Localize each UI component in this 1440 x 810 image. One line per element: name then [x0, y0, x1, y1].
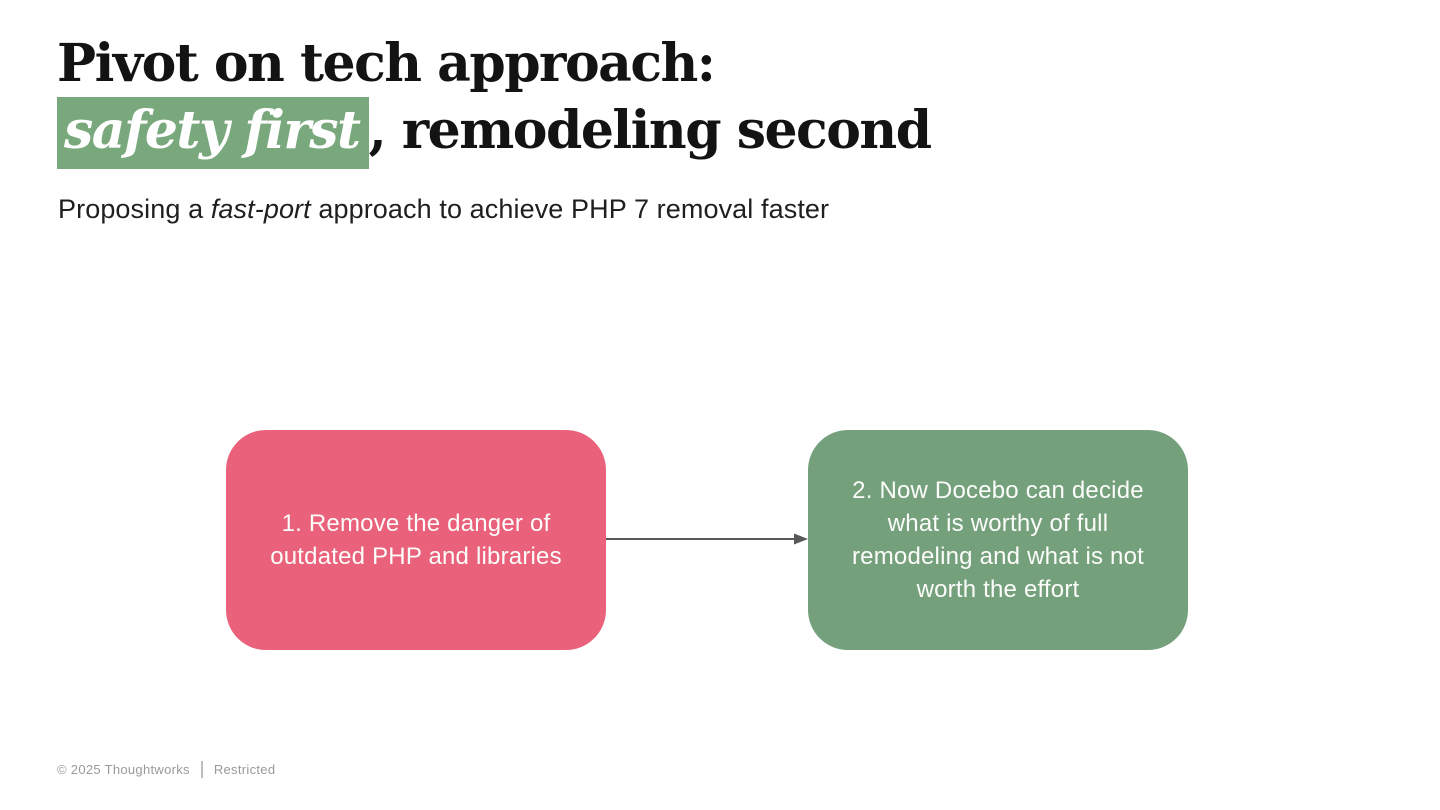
- slide-footer: © 2025 Thoughtworks Restricted: [57, 761, 275, 778]
- footer-divider: [200, 761, 203, 778]
- title-highlight: safety first: [57, 97, 369, 169]
- flow-step-2-label: 2. Now Docebo can decide what is worthy …: [851, 477, 1145, 603]
- flow-step-2-box: 2. Now Docebo can decide what is worthy …: [808, 430, 1188, 650]
- slide-subtitle: Proposing a fast-port approach to achiev…: [58, 192, 829, 226]
- flow-step-1-box: 1. Remove the danger of outdated PHP and…: [226, 430, 606, 650]
- footer-classification: Restricted: [213, 762, 276, 777]
- subtitle-emphasis: fast-port: [210, 194, 311, 224]
- flow-connector-arrow-icon: [606, 533, 808, 545]
- footer-copyright: © 2025 Thoughtworks: [57, 762, 190, 777]
- title-line1: Pivot on tech approach:: [57, 33, 716, 94]
- subtitle-prefix: Proposing a: [58, 194, 211, 224]
- title-line2-rest: , remodeling second: [368, 100, 932, 161]
- subtitle-suffix: approach to achieve PHP 7 removal faster: [310, 194, 830, 224]
- flow-step-1-label: 1. Remove the danger of outdated PHP and…: [270, 510, 562, 570]
- slide-title: Pivot on tech approach: safety first, re…: [57, 30, 932, 169]
